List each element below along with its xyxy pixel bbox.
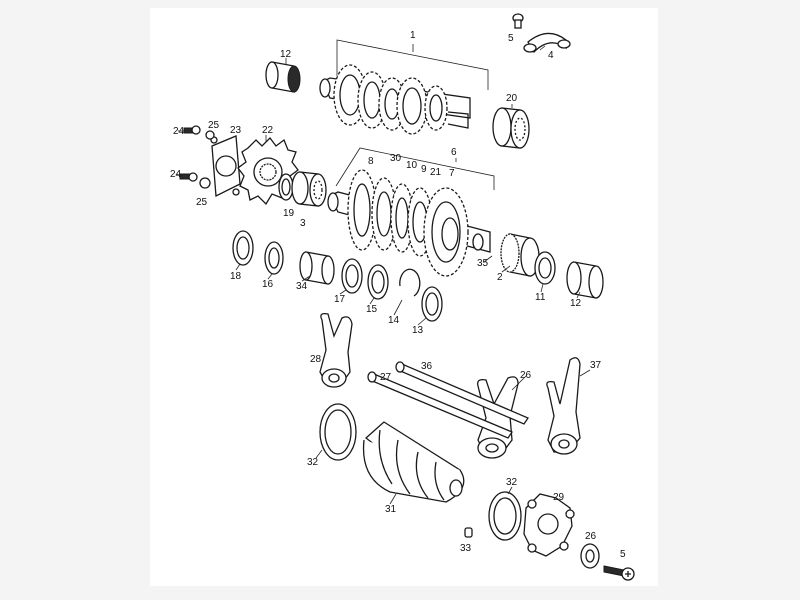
label-part-24-top: 24 xyxy=(173,126,185,137)
shift-fork-37 xyxy=(546,357,581,455)
shift-drum-31 xyxy=(362,421,465,503)
label-part-12-top: 12 xyxy=(280,49,292,60)
label-part-8: 8 xyxy=(368,156,374,167)
washer-17 xyxy=(341,258,363,294)
label-part-37: 37 xyxy=(590,360,602,371)
label-part-7: 7 xyxy=(449,168,455,179)
label-part-15: 15 xyxy=(366,304,378,315)
selector-star-29 xyxy=(523,493,575,557)
washer-11 xyxy=(534,251,556,285)
label-part-10: 10 xyxy=(406,160,418,171)
washer-28 xyxy=(580,543,600,569)
o-ring-32-left xyxy=(319,403,357,461)
bracket-4 xyxy=(523,32,571,54)
label-part-28-fork: 28 xyxy=(310,354,322,365)
countershaft-assembly xyxy=(327,147,495,277)
label-part-16: 16 xyxy=(262,279,274,290)
needle-bearing-top xyxy=(265,58,301,93)
label-part-32-left: 32 xyxy=(307,457,319,468)
label-part-12-bottom: 12 xyxy=(570,298,582,309)
washer-25-top xyxy=(205,130,215,140)
needle-bearing-bottom xyxy=(566,261,604,299)
label-part-34: 34 xyxy=(296,281,308,292)
label-part-28-washer: 26 xyxy=(585,531,597,542)
plate-23 xyxy=(210,135,241,198)
label-part-6: 6 xyxy=(451,147,457,158)
label-part-32-right: 32 xyxy=(506,477,518,488)
bearing-3 xyxy=(291,171,327,207)
label-part-21: 21 xyxy=(430,167,442,178)
sleeve-34 xyxy=(299,251,335,285)
pin-33 xyxy=(464,527,473,538)
label-part-36: 36 xyxy=(421,361,433,372)
label-part-3: 3 xyxy=(300,218,306,229)
washer-25-bottom xyxy=(199,177,211,189)
label-part-17: 17 xyxy=(334,294,346,305)
o-ring-32-right xyxy=(488,491,522,541)
fork-rod-36 xyxy=(395,361,529,425)
label-part-1: 1 xyxy=(410,30,416,41)
screw-5-top xyxy=(512,13,524,29)
label-part-5-top: 5 xyxy=(508,33,514,44)
label-part-18: 18 xyxy=(230,271,242,282)
circlip-14 xyxy=(399,268,421,297)
spacer-19 xyxy=(278,173,294,201)
label-part-31: 31 xyxy=(385,504,397,515)
label-part-25-bottom: 25 xyxy=(196,197,208,208)
shift-fork-28 xyxy=(319,312,353,388)
screw-24-top xyxy=(183,125,201,135)
label-part-11: 11 xyxy=(535,292,546,303)
ball-bearing-20 xyxy=(492,104,530,149)
screw-24-bottom xyxy=(179,172,198,182)
label-part-4: 4 xyxy=(548,50,554,61)
main-shaft-assembly xyxy=(319,39,489,135)
label-part-19: 19 xyxy=(283,208,295,219)
washer-13 xyxy=(421,286,443,322)
label-part-33: 33 xyxy=(460,543,472,554)
washer-16 xyxy=(264,241,284,275)
label-part-26: 26 xyxy=(520,370,532,381)
label-part-29: 29 xyxy=(553,492,565,503)
label-part-25-top: 25 xyxy=(208,120,220,131)
label-part-35: 35 xyxy=(477,258,489,269)
label-part-20: 20 xyxy=(506,93,518,104)
needle-bearing-2 xyxy=(500,233,540,277)
label-part-30: 30 xyxy=(390,153,402,164)
label-part-23: 23 xyxy=(230,125,242,136)
label-part-9: 9 xyxy=(421,164,427,175)
label-part-27: 27 xyxy=(380,372,392,383)
label-part-5-bottom: 5 xyxy=(620,549,626,560)
fork-rod-27 xyxy=(367,371,513,439)
label-part-22: 22 xyxy=(262,125,274,136)
washer-15 xyxy=(367,264,389,300)
label-part-13: 13 xyxy=(412,325,424,336)
label-part-24-bottom: 24 xyxy=(170,169,182,180)
screw-5-bottom xyxy=(603,565,635,581)
washer-18 xyxy=(232,230,254,266)
label-part-2: 2 xyxy=(497,272,503,283)
label-part-14: 14 xyxy=(388,315,400,326)
